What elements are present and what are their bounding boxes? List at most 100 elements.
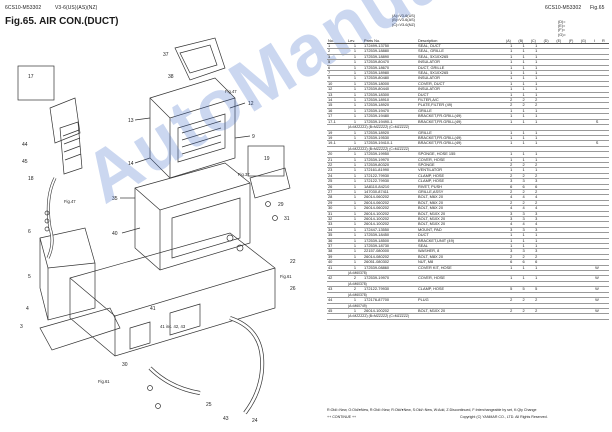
cell-qty-d — [542, 275, 556, 282]
cell-r — [601, 113, 609, 120]
cell-qty-f — [567, 265, 580, 272]
cell-r — [601, 189, 609, 196]
cell-i — [593, 151, 601, 158]
cell-qty-g — [579, 297, 593, 304]
cell-i — [593, 70, 601, 77]
cell-i: W — [593, 308, 601, 315]
cell-qty-a: 1 — [505, 76, 518, 82]
cell-lev: 1 — [347, 108, 363, 115]
cell-i — [593, 81, 601, 88]
cell-qty-d — [542, 254, 556, 261]
cell-i — [593, 238, 601, 245]
table-row: (A=M60378) — [327, 270, 609, 277]
cell-qty-b: 1 — [517, 70, 530, 77]
cell-no: 29 — [327, 200, 347, 207]
cell-qty-f — [567, 205, 580, 212]
cell-qty-b: 4 — [517, 205, 530, 212]
cell-qty-e — [555, 140, 568, 147]
cell-part-no: 172539-18730 — [363, 243, 417, 250]
cell-description: WASHER, 8 — [417, 249, 505, 255]
col-i: I — [593, 38, 601, 44]
cell-lev: 1 — [347, 200, 363, 207]
callout-12: 12 — [248, 101, 254, 107]
cell-qty-c: 1 — [529, 135, 543, 142]
cell-r — [601, 157, 609, 163]
cell-qty-b: 1 — [517, 130, 530, 136]
cell-qty-b: 1 — [517, 108, 530, 115]
cell-part-no: 172539-19530 — [363, 135, 417, 142]
header-fig-ref: Fig.65 — [590, 5, 605, 11]
cell-r — [601, 227, 609, 234]
cell-lev: 1 — [347, 119, 363, 126]
cell-description: BOLT, M6X 20 — [417, 200, 505, 207]
cell-no: 45 — [327, 308, 347, 315]
cell-lev: 1 — [347, 76, 363, 82]
cell-qty-a: 1 — [505, 70, 518, 77]
cell-description: BOLT, M8X 20 — [417, 254, 505, 261]
cell-qty-d — [542, 216, 556, 223]
cell-qty-b: 2 — [517, 200, 530, 207]
cell-part-no: 172539-18890 — [363, 54, 417, 61]
fig-ref-47-a: Fig.47 — [225, 89, 237, 94]
cell-qty-f — [567, 157, 580, 163]
cell-qty-b: 1 — [517, 65, 530, 72]
cell-r — [601, 75, 609, 82]
cell-no: 34 — [327, 227, 347, 234]
cell-no: 35 — [327, 232, 347, 239]
cell-description: GRILLE,ASSY — [417, 189, 505, 196]
cell-qty-e — [555, 54, 568, 61]
cell-r — [601, 297, 609, 304]
parts-list: No. Lev. Parts No. Description (A) (B) (… — [327, 38, 609, 320]
cell-qty-b: 6 — [517, 184, 530, 191]
cell-description: BOLT, M6X 20 — [417, 205, 505, 212]
cell-qty-a: 2 — [505, 173, 518, 180]
cell-qty-g — [579, 102, 593, 109]
cell-qty-c: 2 — [529, 189, 543, 196]
cell-no: 24 — [327, 173, 347, 180]
cell-i — [593, 243, 601, 250]
cell-description: GRILLE — [417, 130, 505, 136]
cell-description: COVER KIT, HOSE — [417, 265, 505, 272]
cell-qty-a: 1 — [505, 157, 518, 163]
cell-qty-g — [579, 254, 593, 261]
cell-description: VENTILATOR — [417, 167, 505, 174]
cell-qty-g — [579, 75, 593, 82]
table-row: (A=M60378) — [327, 292, 609, 299]
cell-qty-g — [579, 221, 593, 228]
cell-part-no: 172122-79930 — [363, 178, 417, 185]
cell-qty-g — [579, 308, 593, 315]
cell-no: 43 — [327, 286, 347, 293]
cell-qty-a: 2 — [505, 297, 518, 304]
cell-part-no: 26014-080202 — [363, 254, 417, 261]
cell-qty-e — [555, 113, 568, 120]
cell-i — [593, 92, 601, 99]
cell-qty-g — [579, 59, 593, 66]
cell-qty-d — [542, 238, 556, 245]
cell-r — [601, 102, 609, 109]
cell-i — [593, 184, 601, 191]
cell-qty-c: 2 — [529, 162, 543, 169]
cell-description: INSULATOR — [417, 86, 505, 93]
callout-5: 5 — [28, 274, 31, 280]
header-right-code: 6CS10-M53302 — [545, 5, 582, 11]
cell-qty-e — [555, 97, 568, 104]
cell-no: 13 — [327, 92, 347, 99]
cell-description: SEAL, 5X10X265 — [417, 70, 505, 77]
cell-no: 20 — [327, 151, 347, 158]
callout-43: 43 — [223, 416, 229, 422]
cell-description: DUCT — [417, 92, 505, 99]
cell-part-no: 22157-080000 — [363, 249, 417, 255]
cell-part-no: 26051-080302 — [363, 259, 417, 266]
cell-qty-b: 2 — [517, 173, 530, 180]
cell-qty-a: 1 — [505, 86, 518, 93]
cell-description: CLAMP, HOSE — [417, 173, 505, 180]
cell-lev: 1 — [347, 167, 363, 174]
cell-qty-c: 3 — [529, 216, 543, 223]
cell-qty-c: 1 — [529, 265, 543, 272]
cell-i — [593, 227, 601, 234]
